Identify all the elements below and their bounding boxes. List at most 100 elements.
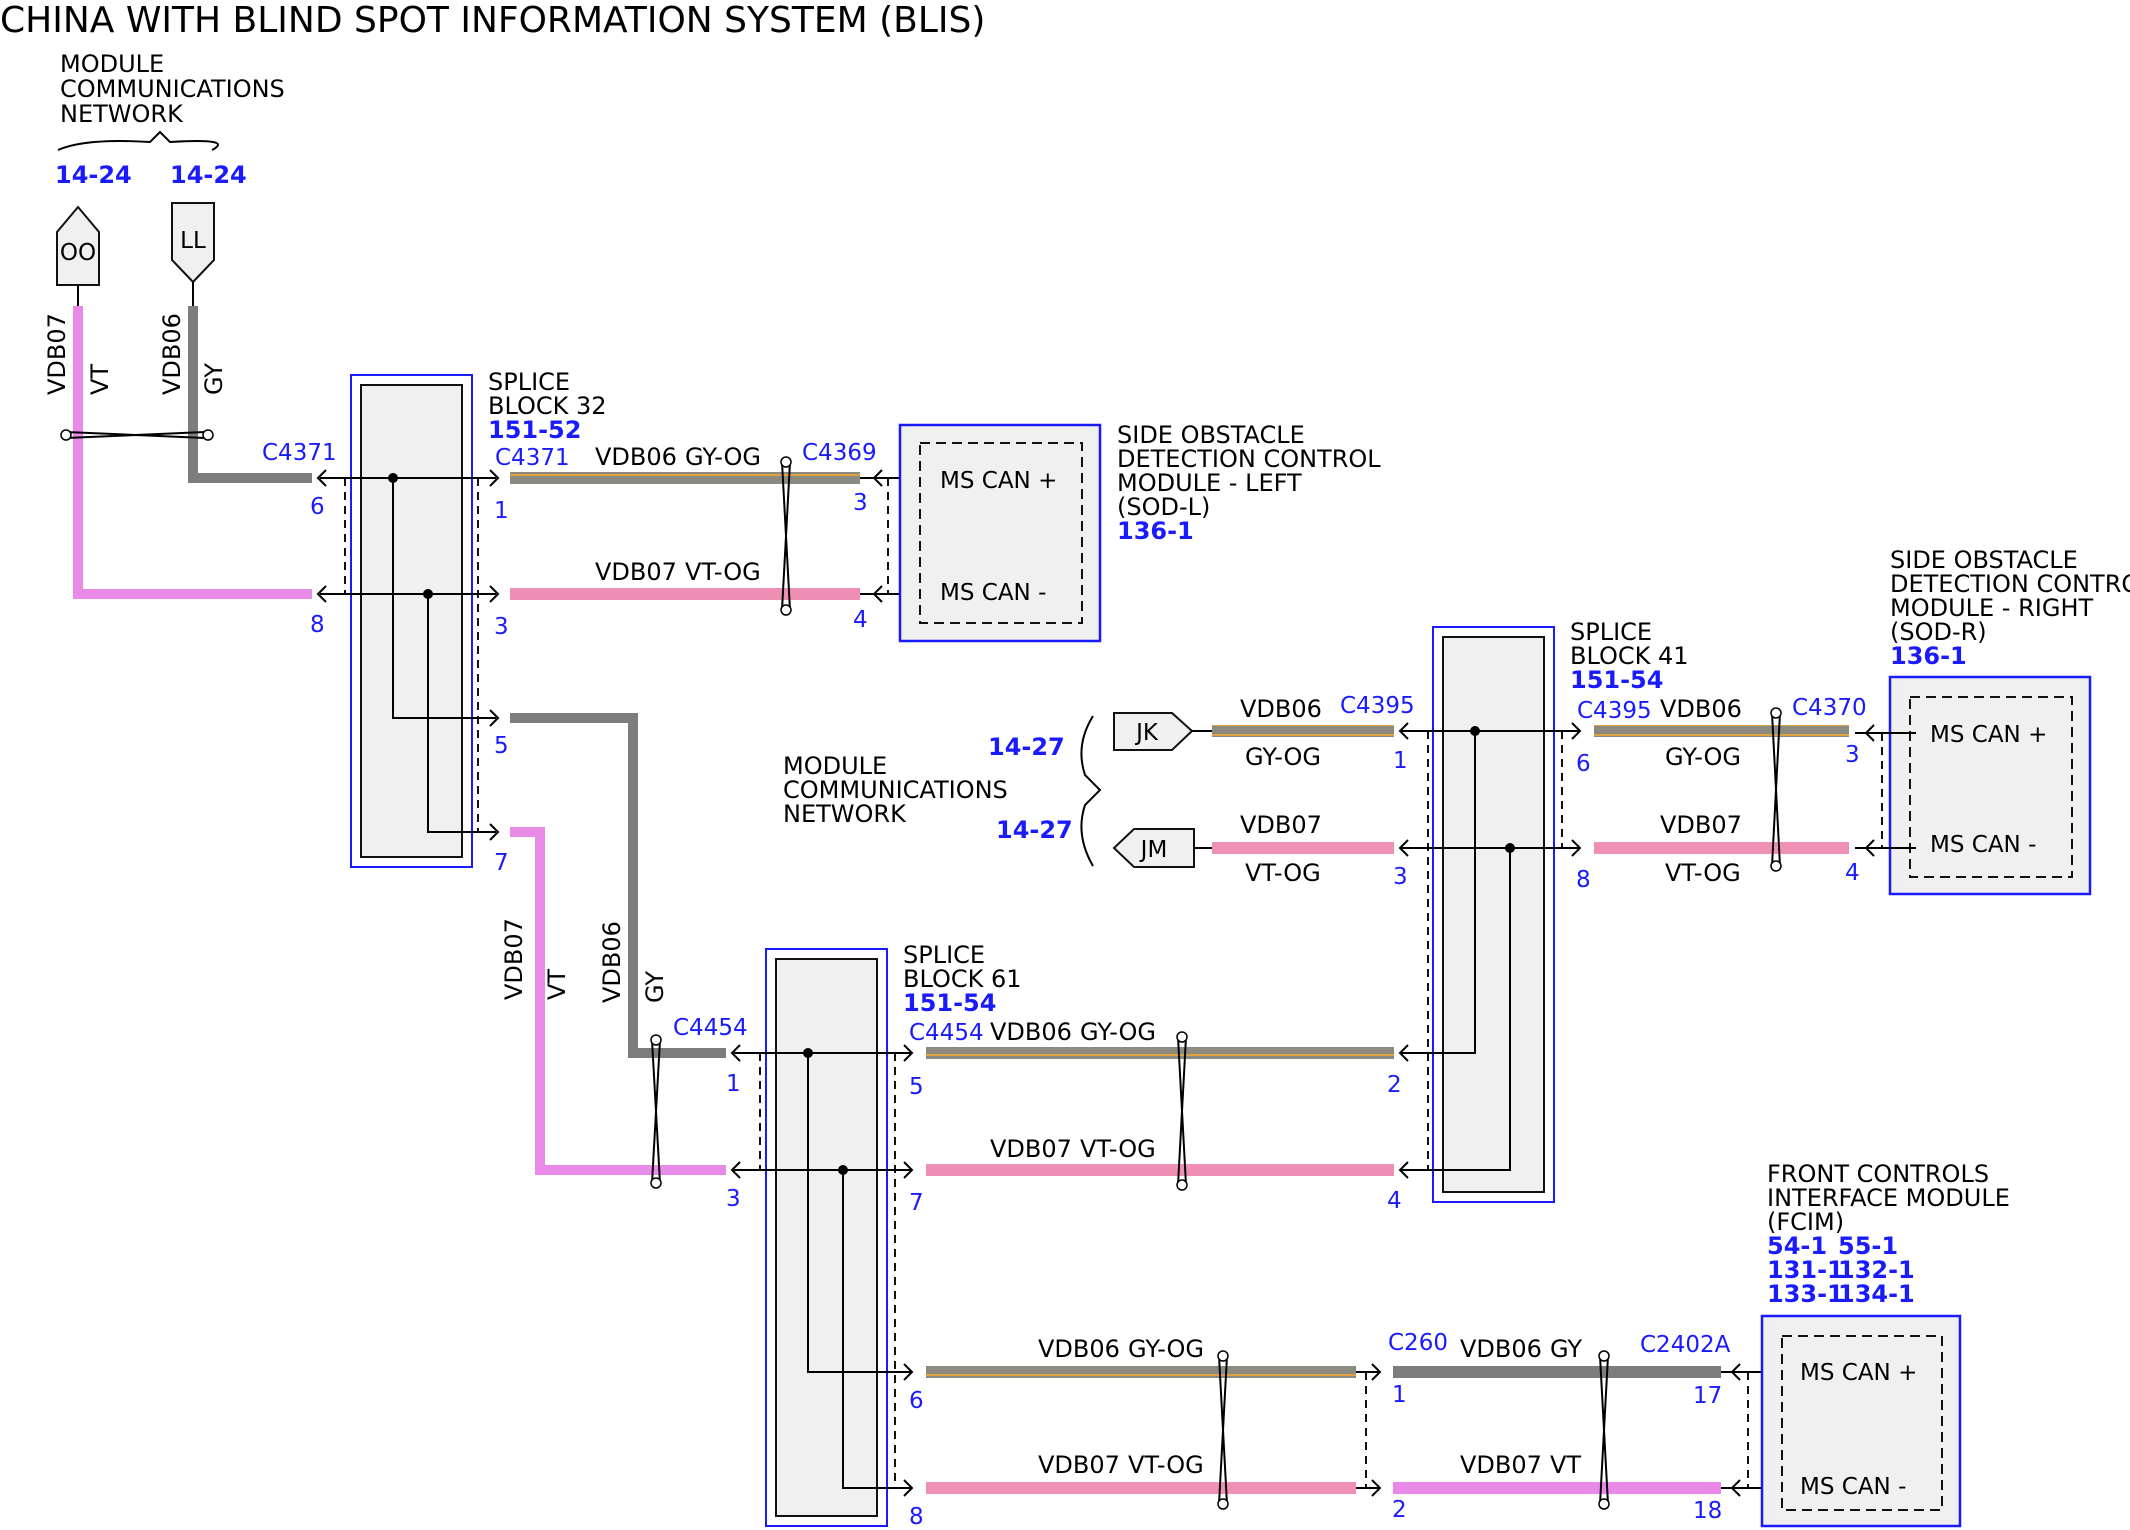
chevron-sb41-pin8-icon: [1571, 839, 1582, 857]
sod-right-ms-can-plus: MS CAN +: [1930, 722, 2047, 748]
chevron-sb32-pin3-icon: [489, 585, 500, 603]
sb41-bus-to-2: [1400, 731, 1476, 1054]
twist-sb32-sodl-bot: [780, 604, 792, 616]
sod-left-ref[interactable]: 136-1: [1117, 517, 1194, 545]
wire-c260-fcim-bot[interactable]: [1393, 1482, 1721, 1494]
chevron-sb32-pin6-icon: [316, 469, 332, 487]
mcn-mid-ref-bottom[interactable]: 14-27: [996, 816, 1073, 844]
mcn-top-ref-left[interactable]: 14-24: [55, 161, 132, 189]
fcim-ref-2[interactable]: 55-1: [1838, 1232, 1898, 1260]
wire-sb41-sodr-top[interactable]: [1594, 725, 1849, 737]
wire-sb32-sodl-bot[interactable]: [510, 588, 860, 600]
wire-jm-circuit: VDB07: [1240, 811, 1322, 839]
chevron-sb32-pin1-icon: [489, 469, 500, 487]
splice-41-label-1: SPLICE: [1570, 618, 1652, 646]
chevron-sodr-pin3-icon: [1864, 724, 1875, 742]
sb61-pin-8: 8: [909, 1504, 924, 1530]
sod-right-module[interactable]: SIDE OBSTACLE DETECTION CONTROL MODULE -…: [1792, 546, 2130, 896]
wire-sb61-sb41-top[interactable]: [926, 1047, 1394, 1059]
chevron-sb41-pin4-icon: [1398, 1161, 1409, 1179]
fcim-inner: [1781, 1335, 1943, 1511]
wire-jm-sb41[interactable]: [1212, 842, 1394, 854]
mcn-mid-label-2: COMMUNICATIONS: [783, 776, 1008, 804]
wire-sb41-sodr-bot[interactable]: [1594, 842, 1849, 854]
wire-jk-sb41[interactable]: [1212, 725, 1394, 737]
splice-61-label-1: SPLICE: [903, 941, 985, 969]
wire-sb61-c260-top[interactable]: [926, 1366, 1356, 1378]
wire-sb32-sb61-gy[interactable]: [510, 713, 726, 1058]
sb32-pin-1: 1: [494, 498, 509, 524]
wire-sb61-c260-bot[interactable]: [926, 1482, 1356, 1494]
wire-sb32-down-right-circuit: VDB06: [598, 921, 626, 1003]
twist-sb61-c260-top: [1217, 1350, 1229, 1362]
twist-top-left: [65, 431, 206, 439]
chevron-sb41-pin3-icon: [1398, 839, 1409, 857]
sod-left-pin-4: 4: [853, 607, 868, 633]
chevron-sb61-pin7-icon: [903, 1161, 914, 1179]
fcim-label-3: (FCIM): [1767, 1208, 1844, 1236]
fcim-ref-6[interactable]: 134-1: [1838, 1280, 1915, 1308]
sb61-pin-1: 1: [726, 1071, 741, 1097]
mcn-top-brace: [57, 130, 219, 151]
mcn-top-label-line-1: MODULE: [60, 50, 164, 78]
wire-sb41-sodr-top-color: GY-OG: [1665, 743, 1741, 771]
chevron-fcim-pin17-icon: [1730, 1363, 1741, 1381]
sod-right-label-4: (SOD-R): [1890, 618, 1987, 646]
wire-sb32-sodl-top-circuit: VDB06: [595, 443, 677, 471]
mcn-top-ref-right[interactable]: 14-24: [170, 161, 247, 189]
sod-right-ref[interactable]: 136-1: [1890, 642, 1967, 670]
wire-sb32-down-right-color: GY: [641, 971, 669, 1003]
wire-gy-ll[interactable]: [188, 306, 312, 483]
sod-right-outer: [1888, 675, 2092, 896]
splice-61-ref[interactable]: 151-54: [903, 989, 996, 1017]
wire-c260-fcim-top[interactable]: [1393, 1366, 1721, 1378]
wire-oo-circuit: VDB07: [43, 313, 71, 395]
fcim-ref-4[interactable]: 132-1: [1838, 1256, 1915, 1284]
fcim-ref-5[interactable]: 133-1: [1767, 1280, 1844, 1308]
fcim-ms-can-minus: MS CAN -: [1800, 1474, 1906, 1500]
sod-right-ms-can-minus: MS CAN -: [1930, 832, 2036, 858]
wire-sb32-sodl-top[interactable]: [510, 472, 860, 484]
sod-right-pin-4: 4: [1845, 860, 1860, 886]
connector-oo-icon: [56, 205, 100, 286]
chevron-c260-pin2-icon: [1371, 1479, 1382, 1497]
c260-connector[interactable]: C260 1 2: [1356, 1330, 1448, 1523]
sb61-bus-to-6: [807, 1053, 912, 1373]
wire-oo-color: VT: [86, 364, 114, 395]
twist-end-l: [60, 429, 72, 441]
wire-ll-circuit: VDB06: [158, 313, 186, 395]
splice-32-ref[interactable]: 151-52: [488, 416, 581, 444]
sb61-bus-to-8: [842, 1170, 912, 1489]
splice-41-conn-left: C4395: [1340, 693, 1415, 719]
fcim-ref-1[interactable]: 54-1: [1767, 1232, 1827, 1260]
connector-ll-label: LL: [180, 228, 206, 254]
wire-sb61-sb41-bot-color: VT-OG: [1080, 1135, 1156, 1163]
splice-block-32[interactable]: SPLICE BLOCK 32 151-52 C4371 C4371 6 8 1…: [262, 368, 607, 876]
connector-oo-label: OO: [60, 240, 96, 266]
fcim-label-2: INTERFACE MODULE: [1767, 1184, 2010, 1212]
sb41-pin-8: 8: [1576, 867, 1591, 893]
fcim-ref-3[interactable]: 131-1: [1767, 1256, 1844, 1284]
splice-32-conn-right: C4371: [495, 445, 570, 471]
mcn-mid-ref-top[interactable]: 14-27: [988, 733, 1065, 761]
sod-left-label-4: (SOD-L): [1117, 493, 1210, 521]
splice-41-ref[interactable]: 151-54: [1570, 666, 1663, 694]
sb32-bus-to-7: [427, 594, 496, 833]
wire-vt-oo[interactable]: [73, 306, 312, 599]
wire-sb61-sb41-bot[interactable]: [926, 1164, 1394, 1176]
splice-41-label-2: BLOCK 41: [1570, 642, 1689, 670]
wire-c260-fcim-top-color: GY: [1550, 1335, 1582, 1363]
sod-left-module[interactable]: MS CAN + MS CAN - C4369 3 4 SIDE OBSTACL…: [802, 421, 1381, 643]
twist-sb61-c260-bot: [1217, 1498, 1229, 1510]
connector-jk-icon: [1113, 712, 1194, 751]
twist-sb32-sodl-top: [780, 456, 792, 468]
c260-label: C260: [1388, 1330, 1448, 1356]
wire-sb41-sodr-bot-color: VT-OG: [1665, 859, 1741, 887]
splice-block-61[interactable]: SPLICE BLOCK 61 151-54 C4454 C4454 1 3 5…: [673, 941, 1022, 1530]
wire-sb32-sb61-vt[interactable]: [510, 827, 726, 1175]
splice-block-41[interactable]: SPLICE BLOCK 41 151-54 C4395 C4395 1 3 2…: [1340, 618, 1689, 1214]
fcim-module[interactable]: FRONT CONTROLS INTERFACE MODULE (FCIM) 5…: [1640, 1160, 2010, 1528]
chevron-sb32-pin8-icon: [316, 585, 332, 603]
mcn-mid-group: MODULE COMMUNICATIONS NETWORK 14-27 14-2…: [783, 712, 1195, 868]
twist-sb41-sodr-top: [1770, 707, 1782, 719]
